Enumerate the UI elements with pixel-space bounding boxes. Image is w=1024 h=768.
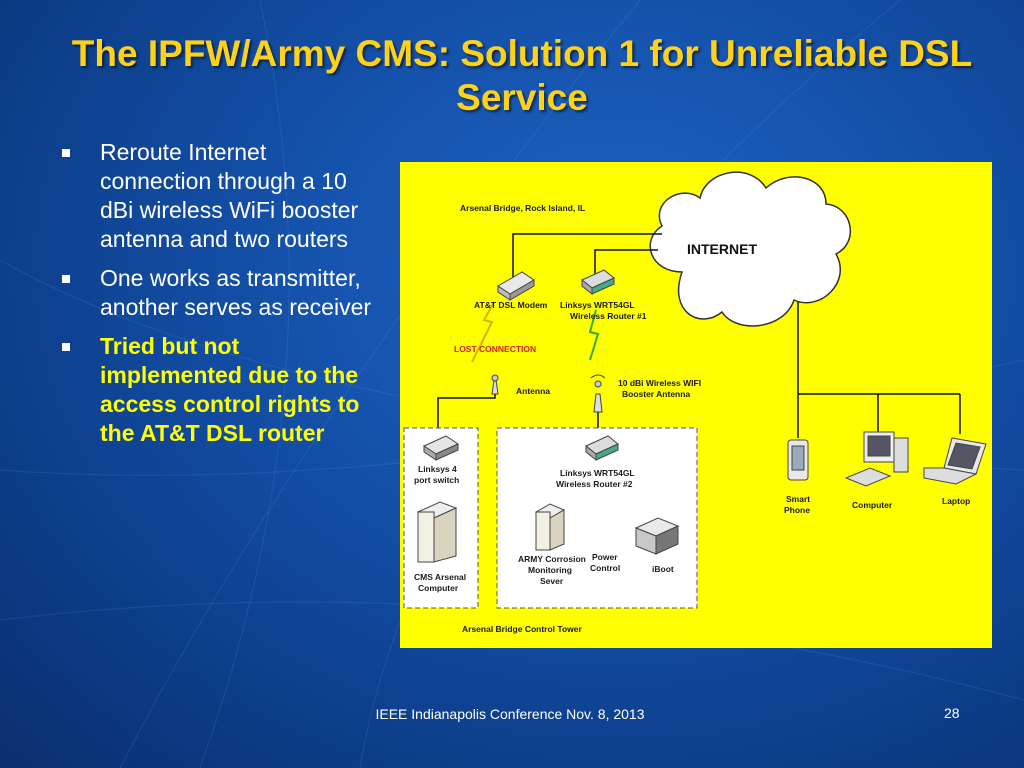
footer-text: IEEE Indianapolis Conference Nov. 8, 201… <box>375 706 645 722</box>
smartphone-label-line: Phone <box>784 505 810 515</box>
power-control-label: Power Control <box>590 552 620 573</box>
router2-label-line: Wireless Router #2 <box>556 479 633 489</box>
army-label-line: Monitoring <box>528 565 572 575</box>
power-label-line: Control <box>590 563 620 573</box>
laptop-icon <box>923 437 987 485</box>
bullet-item-highlighted: Tried but not implemented due to the acc… <box>62 332 382 448</box>
switch-label-line: Linksys 4 <box>418 464 457 474</box>
bullet-text: Reroute Internet connection through a 10… <box>100 139 359 252</box>
booster-label-line: Booster Antenna <box>622 389 690 399</box>
router-icon <box>585 435 619 462</box>
bullet-text: One works as transmitter, another serves… <box>100 265 372 320</box>
army-server-label: ARMY Corrosion Monitoring Sever <box>518 554 588 586</box>
bullet-marker <box>62 149 70 157</box>
smartphone-label-line: Smart <box>786 494 810 504</box>
location-top-label: Arsenal Bridge, Rock Island, IL <box>460 203 585 213</box>
bullet-text: Tried but not implemented due to the acc… <box>100 333 360 446</box>
switch-label-line: port switch <box>414 475 459 485</box>
laptop-label: Laptop <box>942 496 970 506</box>
cms-label-line: CMS Arsenal <box>414 572 466 582</box>
power-label-line: Power <box>592 552 618 562</box>
switch-icon <box>422 435 460 461</box>
router2-label: Linksys WRT54GL Wireless Router #2 <box>556 468 637 489</box>
network-diagram: INTERNET Arsenal Bridge, Rock Island, IL… <box>400 162 992 648</box>
army-label-line: Sever <box>540 576 564 586</box>
router1-label: Linksys WRT54GL Wireless Router #1 <box>560 300 647 321</box>
cms-label-line: Computer <box>418 583 459 593</box>
cms-computer-label: CMS Arsenal Computer <box>414 572 469 593</box>
bullet-marker <box>62 343 70 351</box>
router1-label-line: Linksys WRT54GL <box>560 300 634 310</box>
computer-label: Computer <box>852 500 893 510</box>
slide-title: The IPFW/Army CMS: Solution 1 for Unreli… <box>71 33 973 118</box>
dsl-modem-label: AT&T DSL Modem <box>474 300 548 310</box>
army-label-line: ARMY Corrosion <box>518 554 586 564</box>
booster-antenna-label: 10 dBi Wireless WIFI Booster Antenna <box>618 378 703 399</box>
location-bottom-label: Arsenal Bridge Control Tower <box>462 624 582 634</box>
computer-icon <box>844 431 909 487</box>
router-icon <box>581 269 615 296</box>
server-tower-icon <box>416 501 458 563</box>
modem-icon <box>497 271 535 301</box>
switch-label: Linksys 4 port switch <box>414 464 459 485</box>
bullet-marker <box>62 275 70 283</box>
booster-antenna-icon <box>590 374 606 413</box>
bullet-item: One works as transmitter, another serves… <box>62 264 382 322</box>
iboot-label: iBoot <box>652 564 674 574</box>
cloud-icon <box>649 171 852 327</box>
bullet-item: Reroute Internet connection through a 10… <box>62 138 382 254</box>
iboot-icon <box>634 517 680 555</box>
booster-label-line: 10 dBi Wireless WIFI <box>618 378 701 388</box>
antenna-label: Antenna <box>516 386 550 396</box>
lightning-icon <box>471 301 495 363</box>
server-icon <box>534 503 566 551</box>
router1-label-line: Wireless Router #1 <box>570 311 647 321</box>
smartphone-icon <box>787 439 809 481</box>
antenna-icon <box>491 374 499 395</box>
router2-label-line: Linksys WRT54GL <box>560 468 634 478</box>
smartphone-label: Smart Phone <box>784 494 812 515</box>
lost-connection-label: LOST CONNECTION <box>454 344 536 354</box>
page-number: 28 <box>944 705 960 721</box>
internet-label: INTERNET <box>687 241 757 257</box>
lightning-icon <box>588 309 600 361</box>
bullet-list: Reroute Internet connection through a 10… <box>62 138 382 458</box>
